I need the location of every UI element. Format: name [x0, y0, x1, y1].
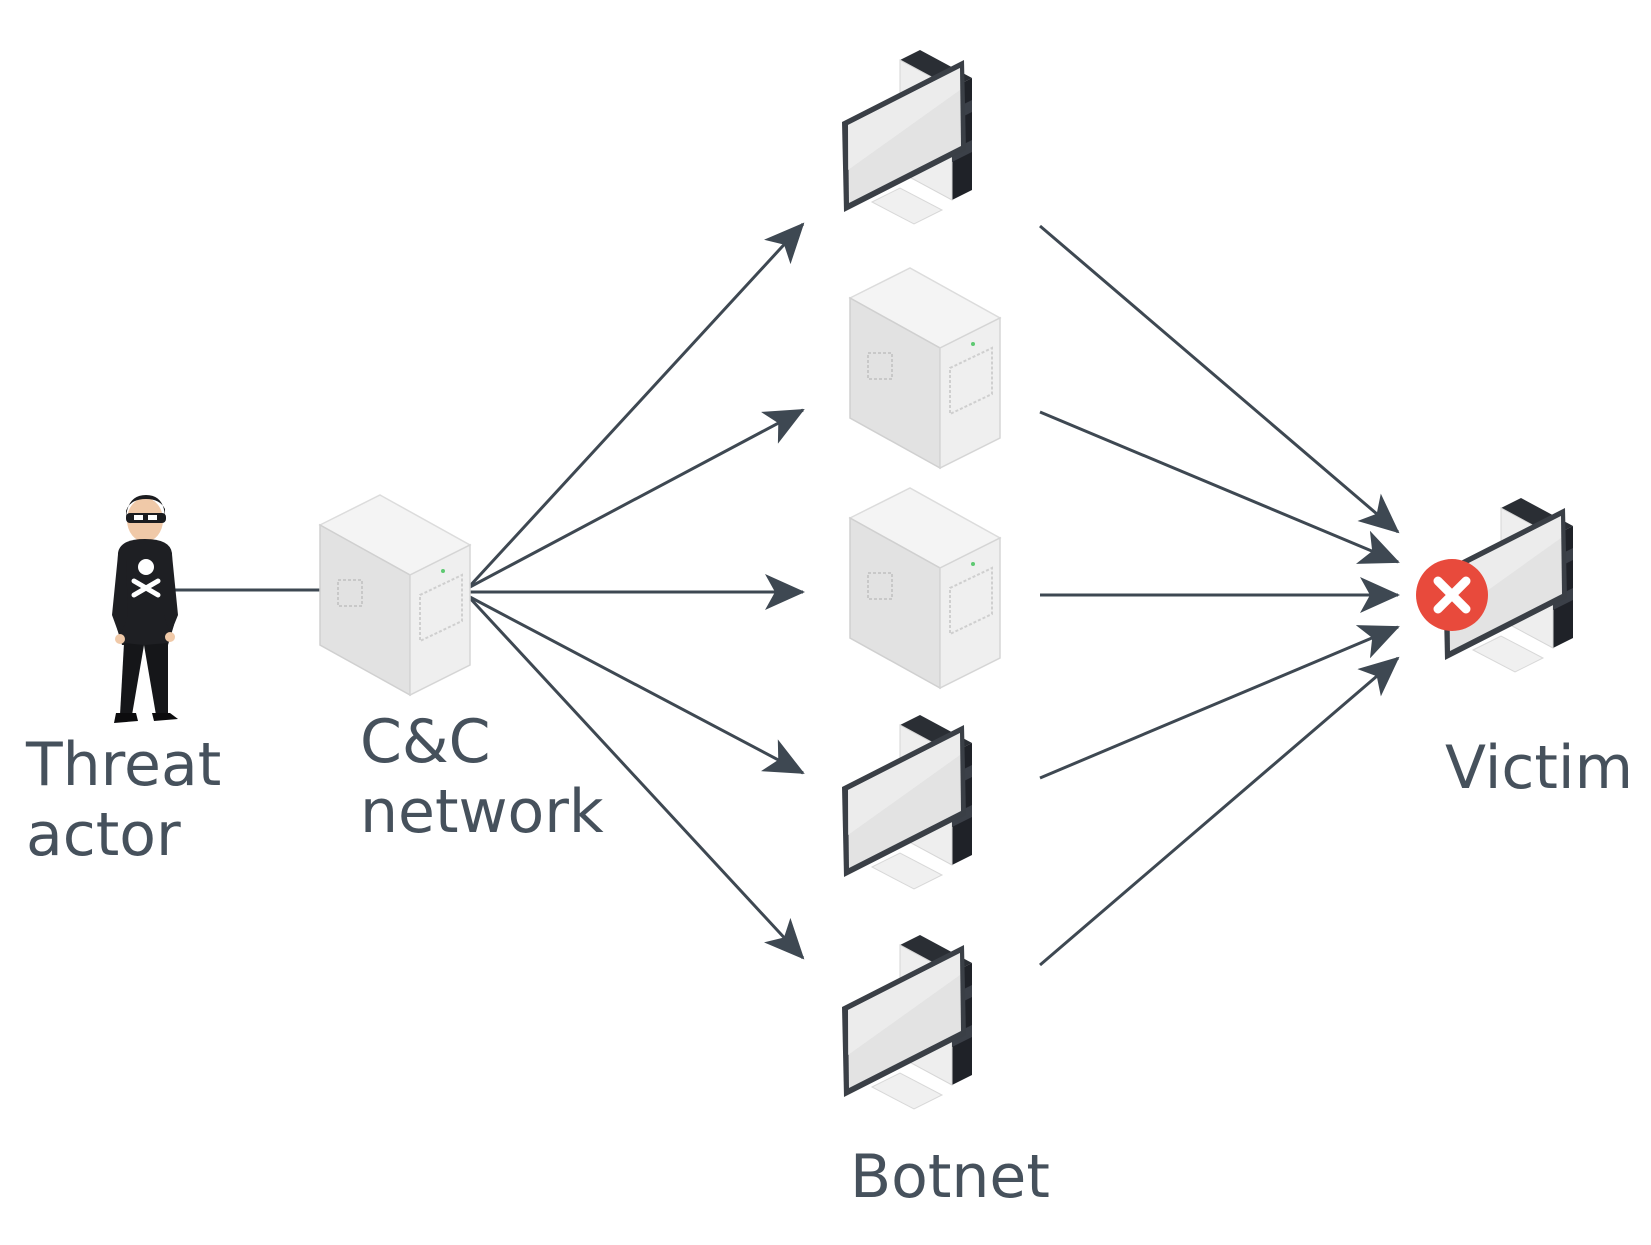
error-x-icon — [1416, 559, 1488, 631]
botnet-desktop-icon-5 — [841, 934, 973, 1110]
botnet-server-icon-3 — [849, 487, 1001, 689]
arrow-bot-2-to-victim — [1039, 410, 1400, 564]
botnet-to-victim-arrows — [1039, 224, 1400, 967]
botnet-desktop-icon-1 — [841, 49, 973, 225]
threat-actor-label-line-1: Threat — [26, 730, 222, 800]
botnet-server-icon-2 — [849, 267, 1001, 469]
arrow-cc-to-bot-5 — [466, 594, 805, 960]
cc-network-label-line-2: network — [360, 777, 604, 847]
cc-to-botnet-arrows — [466, 222, 805, 960]
cc-network-label: C&C network — [360, 707, 604, 847]
arrow-bot-4-to-victim — [1039, 625, 1400, 780]
botnet-desktop-icon-4 — [841, 714, 973, 890]
victim-label: Victim — [1445, 733, 1634, 803]
cc-network-label-line-1: C&C — [360, 707, 491, 777]
arrow-cc-to-bot-2 — [467, 408, 805, 590]
arrow-bot-5-to-victim — [1039, 656, 1400, 967]
cc-server-icon — [319, 494, 471, 696]
threat-actor-label-line-2: actor — [26, 800, 181, 870]
botnet-label: Botnet — [850, 1142, 1050, 1212]
arrow-cc-to-bot-1 — [466, 222, 805, 590]
arrow-cc-to-bot-4 — [467, 594, 805, 775]
arrow-bot-1-to-victim — [1039, 224, 1400, 534]
hacker-figure-icon — [112, 495, 178, 723]
threat-actor-label: Threat actor — [26, 730, 221, 870]
